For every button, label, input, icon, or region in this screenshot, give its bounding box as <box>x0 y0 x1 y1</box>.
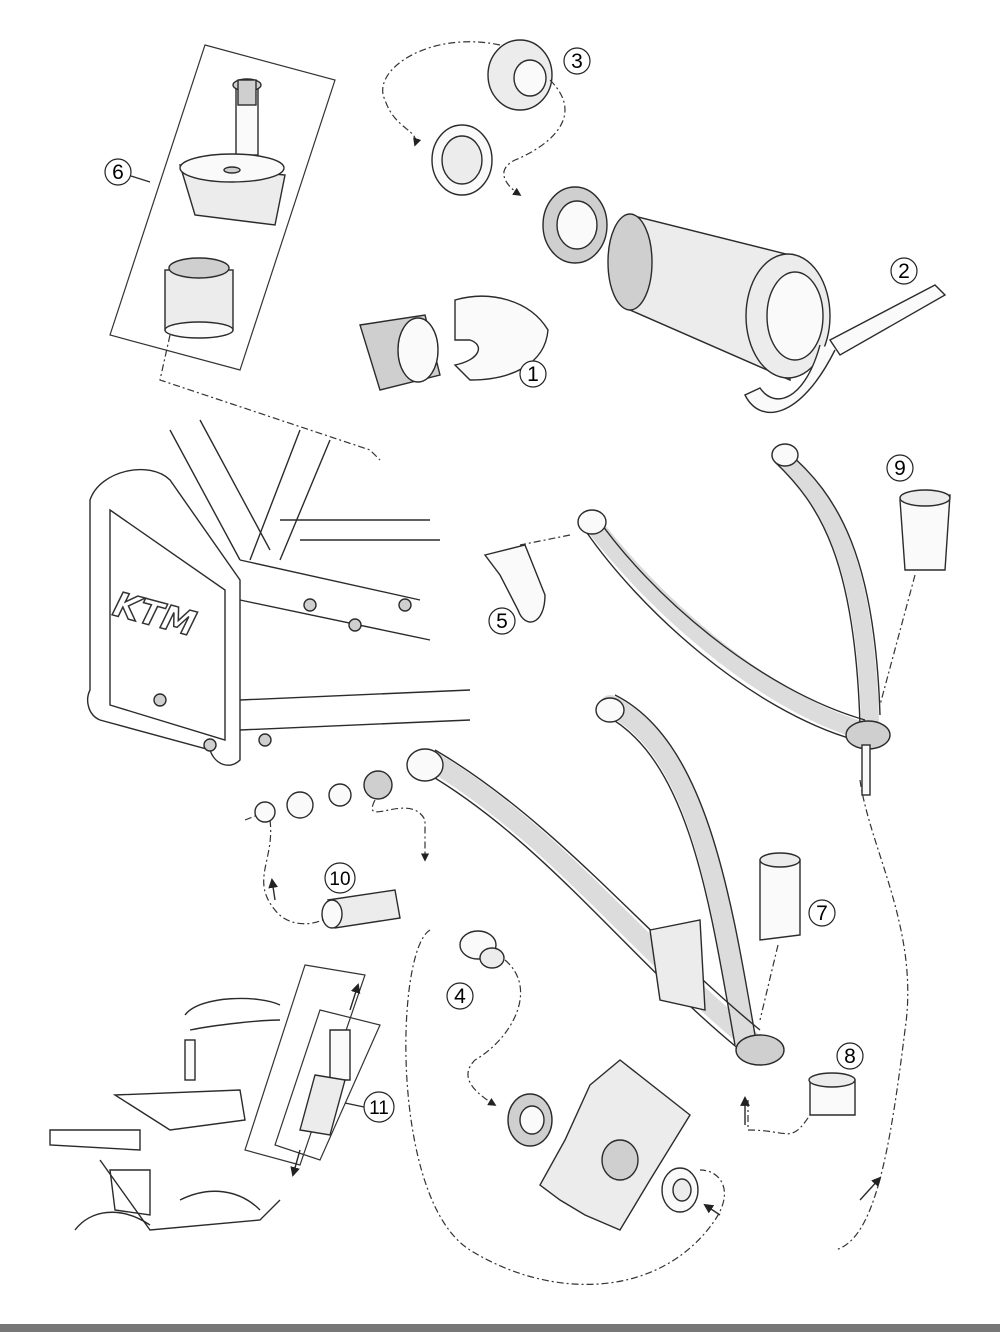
callout-6: 6 <box>104 158 151 186</box>
svg-text:8: 8 <box>844 1045 856 1068</box>
arm-bracket <box>649 919 706 1011</box>
callout-4: 4 <box>446 982 474 1010</box>
frame-logo: KTM <box>109 585 200 645</box>
svg-text:2: 2 <box>898 260 910 283</box>
lower-a-arm <box>406 694 909 1251</box>
upper-a-arm <box>483 443 951 796</box>
callout-10: 10 <box>324 862 356 894</box>
callout-3: 3 <box>563 47 591 75</box>
hook-spanner <box>828 284 947 356</box>
svg-text:4: 4 <box>454 985 466 1008</box>
svg-text:6: 6 <box>112 161 124 184</box>
press-sleeve-7 <box>759 859 801 941</box>
svg-text:7: 7 <box>816 902 828 925</box>
press-bushing <box>164 269 234 331</box>
tool-6-assembly <box>109 44 381 461</box>
svg-text:9: 9 <box>894 457 906 480</box>
svg-text:10: 10 <box>329 869 350 890</box>
svg-text:5: 5 <box>496 610 508 633</box>
svg-text:3: 3 <box>571 50 583 73</box>
tool-1-assembly <box>359 295 549 391</box>
callout-1: 1 <box>519 360 547 388</box>
ball-joint-tool-5 <box>483 544 546 623</box>
callout-5: 5 <box>488 607 516 635</box>
callout-8: 8 <box>836 1042 864 1070</box>
lower-ball-joint <box>735 1034 785 1066</box>
callout-9: 9 <box>886 454 914 482</box>
tool-2-assembly <box>607 213 947 414</box>
callout-2: 2 <box>890 257 918 285</box>
svg-text:11: 11 <box>369 1098 389 1119</box>
wheel-hub-4 <box>405 929 725 1286</box>
tool-6-frame <box>109 44 336 371</box>
tool-3-assembly <box>382 39 608 264</box>
tool-11-assembly <box>244 964 381 1177</box>
footer-bar <box>0 1324 1000 1332</box>
callout-7: 7 <box>808 899 836 927</box>
suspension-sketch-lower-left <box>49 997 281 1231</box>
vehicle-frame: KTM <box>87 419 471 766</box>
callout-11: 11 <box>344 1091 395 1123</box>
tool-11-frame <box>244 964 366 1166</box>
press-tube-11 <box>299 1074 346 1136</box>
bushing-set-10 <box>244 770 430 929</box>
svg-text:1: 1 <box>527 363 539 386</box>
